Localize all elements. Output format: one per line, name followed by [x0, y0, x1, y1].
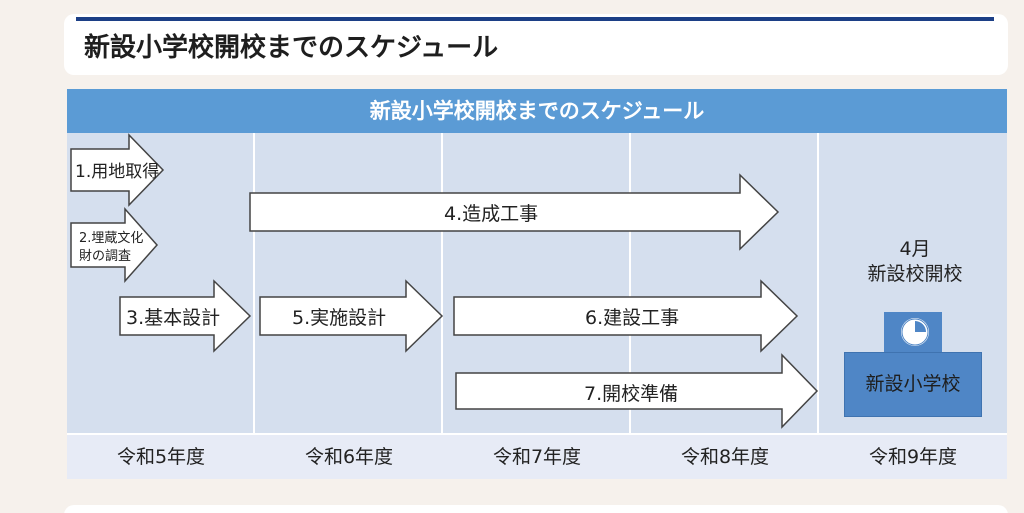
task-label-basic-design: 3.基本設計: [126, 307, 221, 329]
opening-month: 4月: [899, 238, 931, 260]
year-label-r5: 令和5年度: [116, 446, 206, 468]
school-building: 新設小学校: [844, 352, 982, 417]
task-label-archaeology-line1: 2.埋蔵文化: [79, 231, 144, 246]
next-section-card: [64, 505, 1008, 513]
heading-card: [64, 14, 1008, 75]
year-label-r8: 令和8年度: [680, 446, 770, 468]
task-arrow-detailed-design: 5.実施設計: [259, 279, 444, 353]
task-arrow-opening-preparation: 7.開校準備: [455, 353, 819, 429]
year-label-r7: 令和7年度: [492, 446, 582, 468]
column-divider: [253, 133, 255, 479]
task-label-construction: 6.建設工事: [585, 307, 680, 329]
fiscal-year-row: 令和5年度 令和6年度 令和7年度 令和8年度 令和9年度: [67, 433, 1007, 479]
year-label-r6: 令和6年度: [304, 446, 394, 468]
heading-rule: [76, 17, 994, 21]
page-title: 新設小学校開校までのスケジュール: [84, 33, 499, 63]
school-label: 新設小学校: [865, 373, 961, 395]
task-label-opening-preparation: 7.開校準備: [584, 383, 679, 405]
task-arrow-land-acquisition: 1.用地取得: [70, 133, 165, 207]
schedule-diagram: 新設小学校開校までのスケジュール 1.用地取得 2.埋蔵文化 財の調査 3.基本…: [67, 89, 1007, 479]
task-label-land-acquisition: 1.用地取得: [75, 162, 160, 182]
task-arrow-site-preparation: 4.造成工事: [249, 173, 780, 251]
year-label-r9: 令和9年度: [868, 446, 958, 468]
task-label-archaeology-line2: 財の調査: [79, 249, 132, 264]
opening-text: 新設校開校: [867, 263, 963, 285]
task-arrow-construction: 6.建設工事: [453, 279, 799, 353]
clock-icon: [901, 318, 929, 346]
schedule-banner-title: 新設小学校開校までのスケジュール: [67, 89, 1007, 133]
task-arrow-archaeology-survey: 2.埋蔵文化 財の調査: [70, 207, 159, 283]
task-label-site-preparation: 4.造成工事: [444, 203, 539, 225]
opening-announcement: 4月 新設校開校: [845, 237, 985, 287]
task-label-detailed-design: 5.実施設計: [292, 307, 387, 329]
column-divider: [441, 133, 443, 479]
column-divider: [817, 133, 819, 479]
task-arrow-basic-design: 3.基本設計: [119, 279, 252, 353]
